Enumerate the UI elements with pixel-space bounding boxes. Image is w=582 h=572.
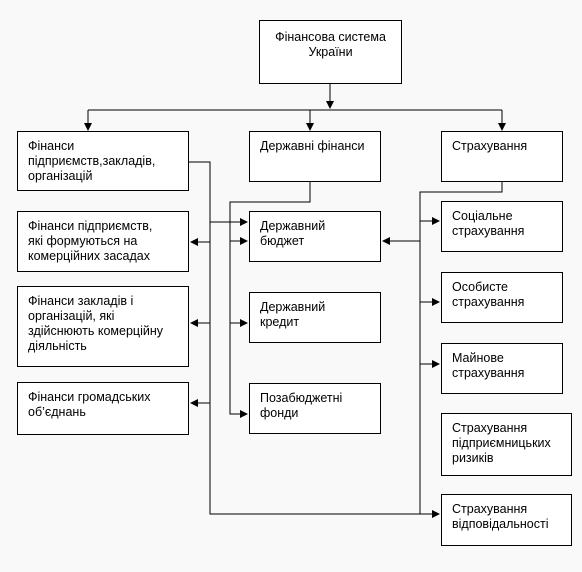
node-enterprises-finance: Фінанси підприємств,закладів, організаці… — [17, 131, 189, 191]
node-state-credit: Державний кредит — [249, 292, 381, 343]
root-label-line2: України — [308, 45, 353, 59]
node-left-public-associations: Фінанси громадських об’єднань — [17, 382, 189, 435]
node-social-insurance: Соціальне страхування — [441, 201, 563, 252]
node-liability-insurance: Страхування відповідальності — [441, 494, 572, 546]
node-business-risk-insurance: Страхування підприємницьких ризиків — [441, 413, 572, 476]
node-insurance: Страхування — [441, 131, 563, 182]
node-state-budget: Державний бюджет — [249, 211, 381, 262]
insurance-trunk — [419, 182, 503, 514]
enterprises-trunk — [188, 161, 440, 518]
node-property-insurance: Майнове страхування — [441, 343, 563, 394]
node-personal-insurance: Особисте страхування — [441, 272, 563, 323]
node-left-commercial-institutions: Фінанси закладів і організацій, які здій… — [17, 286, 189, 367]
root-label-line1: Фінансова система — [275, 30, 386, 44]
root-node: Фінансова система України — [259, 20, 402, 84]
node-left-commercial-enterprises: Фінанси підприємств, які формуються на к… — [17, 211, 189, 272]
state-trunk — [229, 182, 311, 418]
node-off-budget-funds: Позабюджетні фонди — [249, 383, 381, 434]
node-state-finance: Державні фінанси — [249, 131, 381, 182]
